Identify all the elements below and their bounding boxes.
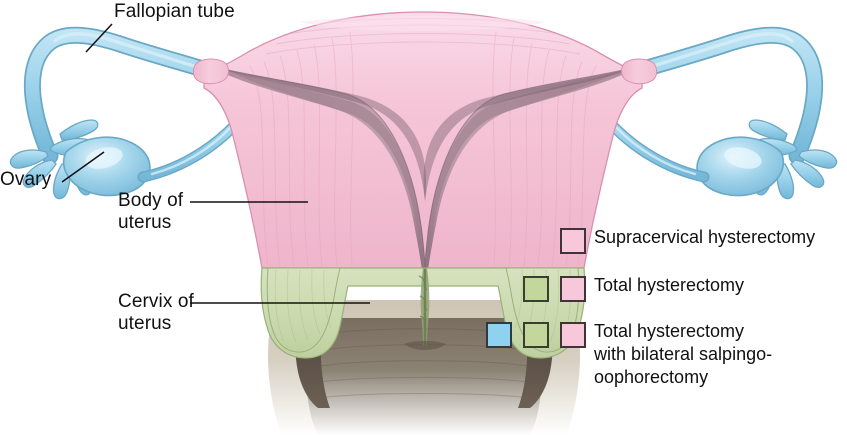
uterine-body [203,11,643,269]
label-ovary: Ovary [0,169,52,190]
swatch-green [523,276,549,302]
legend-swatches [486,322,587,352]
swatch-pink [560,228,586,254]
swatch-blue [486,322,512,348]
endometrial-cavity [206,64,641,271]
legend-label: Total hysterectomy with bilateral salpin… [594,321,773,387]
external-os [404,341,446,350]
right-fallopian-tube [632,26,824,165]
legend-label: Total hysterectomy [594,275,745,295]
right-ovary [696,136,784,197]
legend-row-total-hysterectomy: Total hysterectomy [486,275,847,322]
legend-swatches [486,228,587,258]
leader-ovary [61,151,105,183]
swatch-green [523,322,549,348]
legend-row-total-hysterectomy-bso: Total hysterectomy with bilateral salpin… [486,321,847,387]
label-body-of-uterus: Body of uterus [118,190,184,233]
legend-row-supracervical-hysterectomy: Supracervical hysterectomy [486,227,847,276]
swatch-pink [560,276,586,302]
legend: Supracervical hysterectomy Total hystere… [486,227,847,387]
left-fallopian-tube [23,26,215,165]
leader-fallopian [85,23,113,53]
legend-label: Supracervical hysterectomy [594,227,816,247]
swatch-pink [560,322,586,348]
left-ovary [63,136,151,197]
uterine-horns [192,58,658,85]
leader-lines [61,23,370,304]
legend-swatches [486,276,587,306]
label-fallopian-tube: Fallopian tube [114,1,235,22]
label-cervix-of-uterus: Cervix of uterus [118,291,194,334]
